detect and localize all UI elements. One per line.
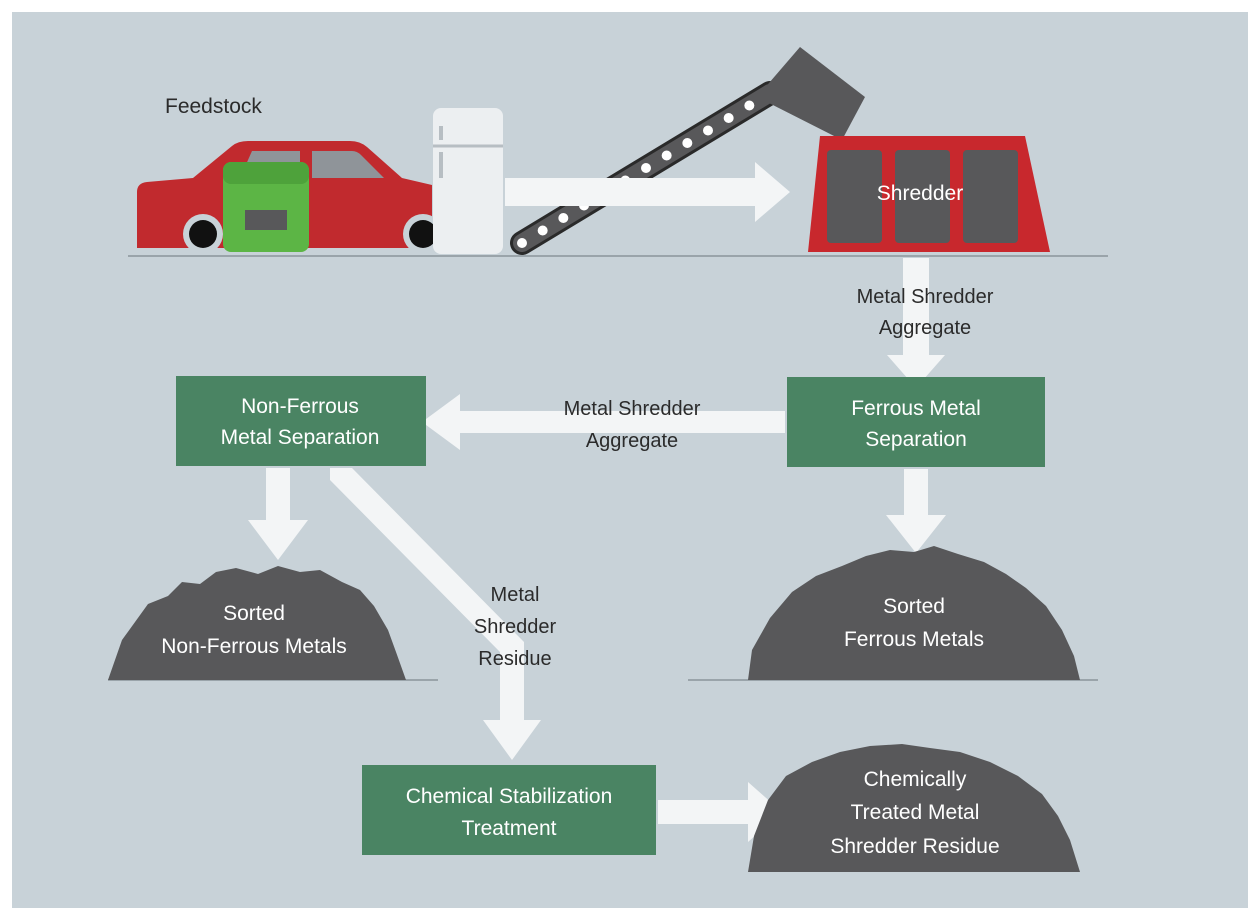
shredder-label: Shredder <box>877 182 963 205</box>
conveyor-roller <box>517 238 527 248</box>
feedstock-label: Feedstock <box>165 95 262 118</box>
arrow-ferrous-to-pile <box>886 469 946 553</box>
conveyor-roller <box>661 150 672 161</box>
flow-label-ferrous-aggregate: Metal Shredder Aggregate <box>564 398 701 452</box>
flow-label-residue: Metal Shredder Residue <box>474 584 557 670</box>
conveyor-roller <box>703 125 713 136</box>
pile-label-line: Non-Ferrous Metals <box>161 635 347 658</box>
hopper-icon <box>757 47 865 140</box>
flow-label-shredder-aggregate: Metal Shredder Aggregate <box>857 286 994 339</box>
refrigerator-icon <box>433 108 503 254</box>
chemical-stabilization-box: Chemical Stabilization Treatment <box>362 765 656 855</box>
conveyor-roller <box>723 113 734 123</box>
arrow-ferrous-to-nonferrous <box>422 394 785 450</box>
flow-label-line: Metal Shredder <box>857 286 994 308</box>
conveyor-roller <box>744 100 755 111</box>
bin-icon <box>223 162 309 252</box>
box-label-line: Separation <box>865 428 967 451</box>
conveyor-roller <box>537 225 548 236</box>
arrow-shredder-to-ferrous <box>887 258 945 388</box>
pile-label-line: Chemically <box>864 768 967 791</box>
pile-label-line: Ferrous Metals <box>844 628 984 651</box>
box-label-line: Non-Ferrous <box>241 395 359 418</box>
box-label-line: Ferrous Metal <box>851 397 981 420</box>
pile-label-line: Sorted <box>223 602 285 625</box>
flow-label-line: Metal <box>491 584 540 606</box>
pile-label-line: Sorted <box>883 595 945 618</box>
conveyor-belt-icon <box>510 81 782 255</box>
box-label-line: Treatment <box>462 817 557 840</box>
box-label-line: Chemical Stabilization <box>406 785 613 808</box>
pile-label-line: Treated Metal <box>851 801 980 824</box>
arrow-chemical-to-treated <box>658 782 782 842</box>
conveyor-roller <box>682 138 693 148</box>
flow-label-line: Metal Shredder <box>564 398 701 420</box>
arrow-residue-to-chemical <box>330 468 541 760</box>
non-ferrous-separation-box: Non-Ferrous Metal Separation <box>176 376 426 466</box>
pile-label-line: Shredder Residue <box>830 835 999 858</box>
flow-label-line: Residue <box>478 648 551 670</box>
box-label-line: Metal Separation <box>221 426 380 449</box>
conveyor-roller <box>558 213 569 223</box>
flow-label-line: Aggregate <box>879 317 971 339</box>
pile-treated-residue: Chemically Treated Metal Shredder Residu… <box>748 744 1080 872</box>
flow-label-line: Shredder <box>474 616 557 638</box>
pile-sorted-ferrous: Sorted Ferrous Metals <box>748 546 1080 680</box>
arrow-feed-to-shredder <box>505 162 790 222</box>
pile-sorted-non-ferrous: Sorted Non-Ferrous Metals <box>108 566 406 680</box>
ferrous-separation-box: Ferrous Metal Separation <box>787 377 1045 467</box>
flow-label-line: Aggregate <box>586 430 678 452</box>
conveyor-roller <box>641 163 651 173</box>
arrow-nonferrous-to-pile <box>248 468 308 560</box>
shredder-machine: Shredder <box>808 136 1050 252</box>
